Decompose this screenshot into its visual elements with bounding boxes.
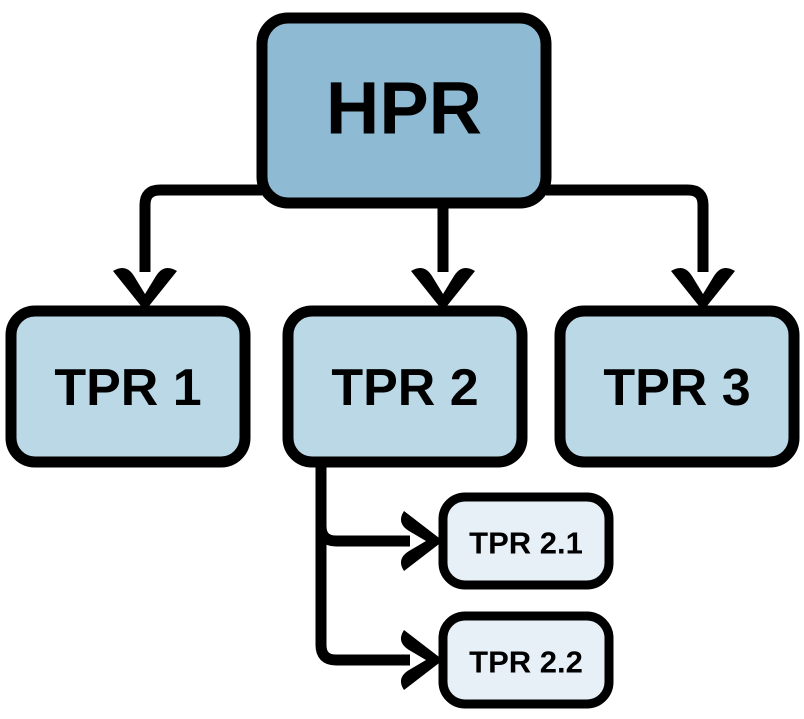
arrowhead-hpr-to-tpr3 (671, 267, 735, 311)
arrowhead-hpr-to-tpr2 (411, 267, 475, 311)
node-tpr22-label: TPR 2.2 (469, 645, 583, 680)
connector-layer (113, 184, 735, 690)
node-tpr22-box[interactable] (438, 611, 614, 709)
arrowhead-hpr-to-tpr1 (113, 267, 177, 311)
edge-tpr2-to-tpr21 (315, 462, 410, 547)
node-tpr2-label: TPR 2 (331, 359, 478, 417)
edge-hpr-to-tpr1 (139, 184, 262, 272)
arrowhead-tpr2-to-tpr22 (400, 630, 443, 690)
edge-tpr2-to-tpr22 (315, 462, 410, 666)
arrowhead-tpr2-to-tpr21 (400, 511, 443, 571)
node-hpr[interactable]: HPR (256, 12, 552, 209)
node-hpr-label: HPR (326, 67, 482, 150)
node-tpr21-label: TPR 2.1 (469, 526, 583, 561)
node-tpr1-label: TPR 1 (54, 359, 201, 417)
node-tpr3-box[interactable] (554, 305, 800, 468)
node-tpr22[interactable]: TPR 2.2 (438, 611, 614, 709)
node-tpr21-box[interactable] (438, 492, 614, 590)
node-tpr1[interactable]: TPR 1 (5, 305, 251, 468)
node-hpr-box[interactable] (256, 12, 552, 209)
node-tpr21[interactable]: TPR 2.1 (438, 492, 614, 590)
node-layer: HPR TPR 1 TPR 2 TPR 3 TPR 2.1 (5, 12, 800, 709)
edge-hpr-to-tpr3 (546, 184, 709, 272)
node-tpr1-box[interactable] (5, 305, 251, 468)
node-tpr2[interactable]: TPR 2 (282, 305, 528, 468)
node-tpr3[interactable]: TPR 3 (554, 305, 800, 468)
node-tpr2-box[interactable] (282, 305, 528, 468)
node-tpr3-label: TPR 3 (603, 359, 750, 417)
